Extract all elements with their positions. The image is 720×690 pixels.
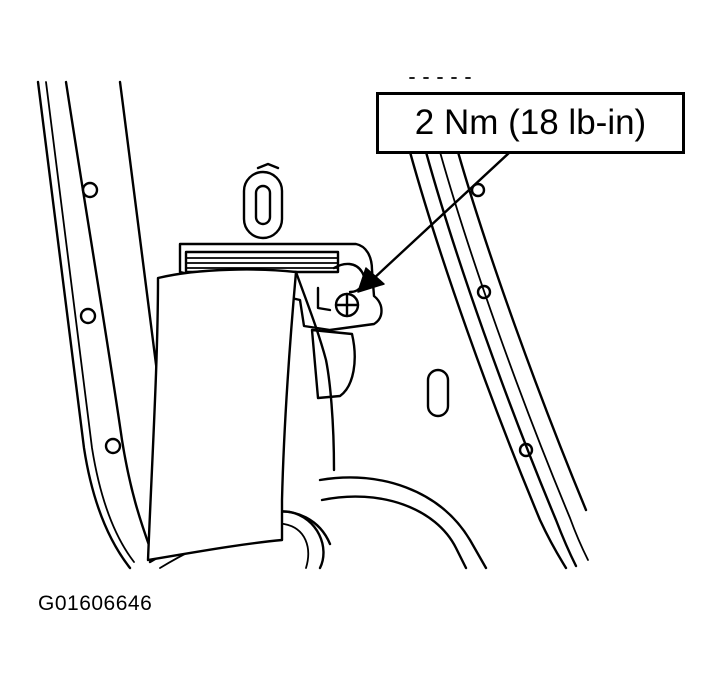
callout-leader-arrow: [357, 150, 512, 293]
upper-clip: [242, 162, 284, 240]
bolt-crosshead-icon: [334, 292, 360, 318]
left-pillar-trim: [36, 80, 160, 570]
torque-callout-box: 2 Nm (18 lb-in): [376, 92, 685, 154]
seat-belt-webbing: [146, 268, 336, 562]
figure-id: G01606646: [38, 592, 153, 615]
right-pillar-trim: [408, 77, 589, 570]
torque-spec-label: 2 Nm (18 lb-in): [414, 103, 647, 142]
